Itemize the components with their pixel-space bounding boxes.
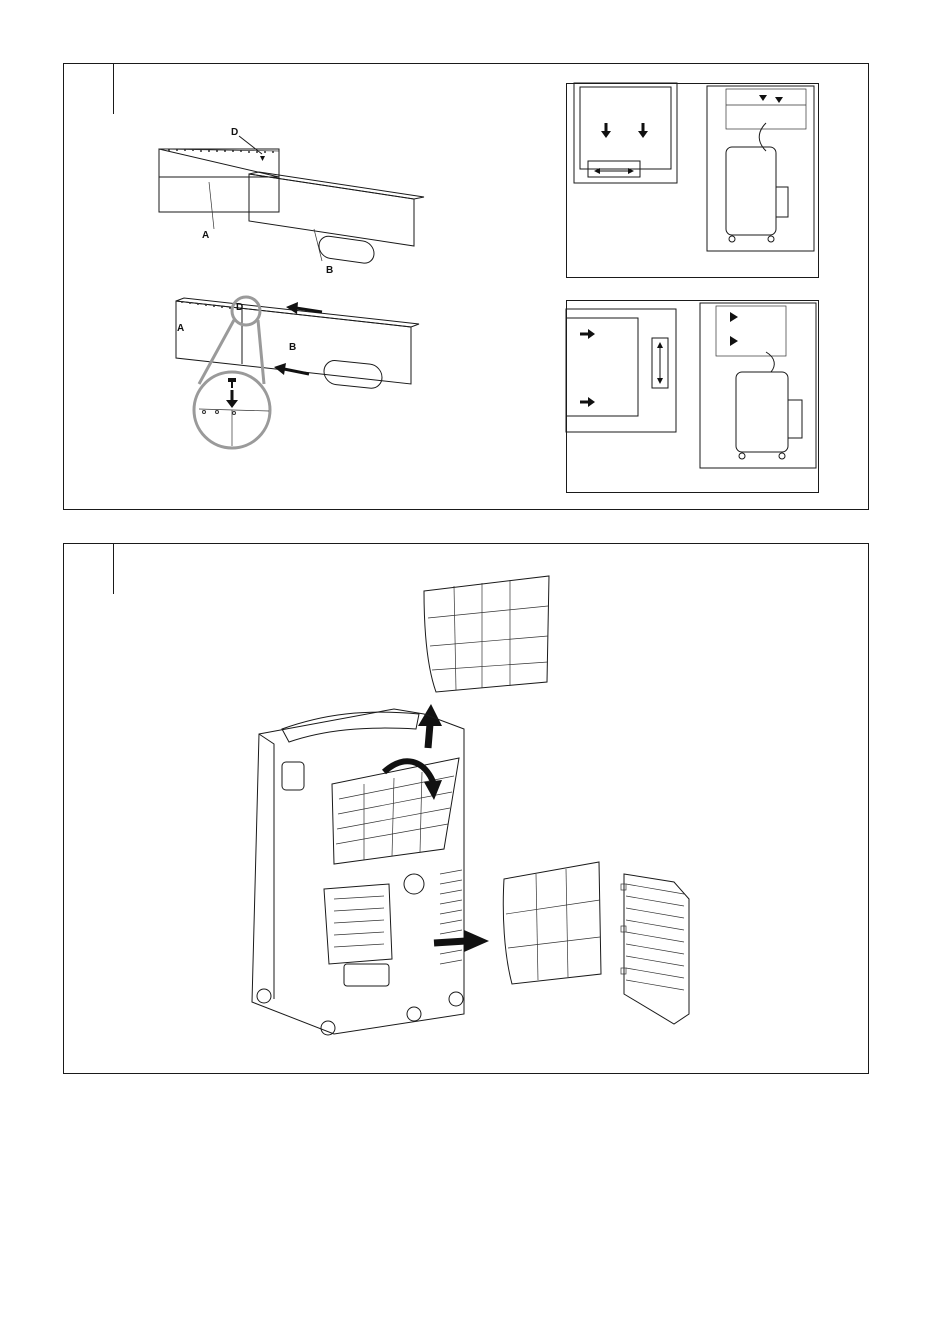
push-arrow-bottom-icon	[274, 363, 309, 375]
arrow-down-icon	[638, 123, 648, 138]
upper-filter-screen	[424, 576, 549, 692]
arrow-right-icon	[580, 397, 595, 407]
label-d-lower: D	[236, 302, 243, 313]
label-a-upper: A	[202, 230, 209, 241]
horizontal-window-install	[566, 300, 819, 493]
label-b-lower: B	[289, 342, 296, 353]
grille-cover-side	[621, 874, 689, 1024]
filter-removal-drawing	[64, 544, 870, 1075]
filter-removal-panel	[63, 543, 869, 1074]
double-arrow-vertical-icon	[657, 342, 663, 384]
unit-at-window-inset	[707, 86, 814, 251]
arrow-down-icon	[601, 123, 611, 138]
label-b-upper: B	[326, 265, 333, 276]
label-a-lower: A	[177, 323, 184, 334]
arrow-right-icon	[730, 312, 738, 346]
push-arrow-top-icon	[286, 302, 322, 314]
arrow-up-icon	[418, 704, 442, 748]
arrow-down-icon	[759, 95, 783, 103]
vertical-window-install	[566, 83, 819, 279]
part-b-panel	[249, 172, 424, 265]
part-a-panel	[159, 149, 279, 212]
unit-at-window-inset	[700, 303, 816, 468]
window-kit-panel: D A B A B D	[63, 63, 869, 510]
magnifier-detail	[194, 297, 270, 448]
lower-filter-screen	[503, 862, 601, 984]
air-conditioner-unit	[252, 709, 464, 1035]
label-d-upper: D	[231, 127, 238, 138]
arrow-right-icon	[580, 329, 595, 339]
window-frame-vertical	[574, 83, 677, 183]
